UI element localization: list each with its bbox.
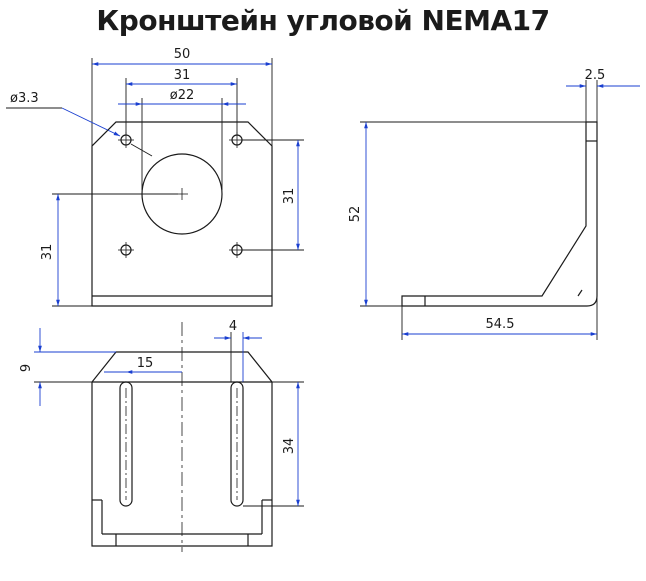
dim-boss-diameter-label: ø22 bbox=[170, 88, 195, 103]
dim-top-chamfer-label: 9 bbox=[19, 364, 34, 372]
dim-slot-offset-label: 15 bbox=[137, 356, 154, 371]
front-view-centerlines bbox=[125, 322, 238, 552]
dim-slot-width-label: 4 bbox=[229, 319, 237, 334]
dim-hole-spacing-label: 31 bbox=[174, 68, 191, 83]
mount-slot-left bbox=[119, 381, 133, 507]
top-view-centerlines bbox=[118, 132, 245, 258]
dim-hole-offset-vertical-label: 31 bbox=[40, 244, 55, 261]
side-view bbox=[401, 121, 598, 307]
mount-slot-right bbox=[230, 381, 244, 507]
dim-hole-spacing-vertical-label: 31 bbox=[282, 188, 297, 205]
side-view-dimensions bbox=[360, 80, 640, 340]
dim-width-label: 50 bbox=[174, 47, 191, 62]
side-view-bend-mark bbox=[577, 289, 583, 297]
dim-slot-length-label: 34 bbox=[282, 438, 297, 455]
dim-hole-diameter-label: ø3.3 bbox=[10, 91, 39, 106]
top-view bbox=[91, 121, 273, 307]
top-view-dimensions bbox=[6, 58, 304, 307]
dim-thickness-label: 2.5 bbox=[585, 68, 606, 83]
side-view-profile bbox=[401, 121, 598, 307]
drawing-title: Кронштейн угловой NEMA17 bbox=[96, 4, 550, 37]
front-view-dimensions bbox=[34, 328, 304, 507]
top-view-plate-outline bbox=[91, 121, 273, 307]
dim-length-label: 54.5 bbox=[486, 317, 515, 332]
dim-height-label: 52 bbox=[348, 206, 363, 223]
